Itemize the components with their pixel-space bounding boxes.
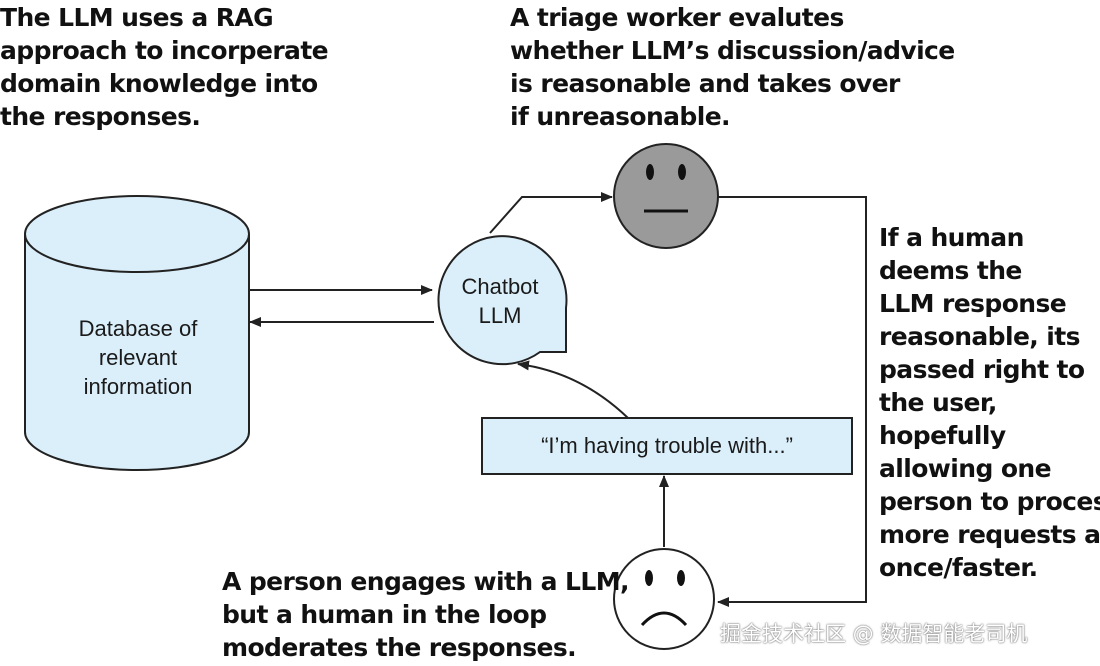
person-annotation-line: A person engages with a LLM, xyxy=(222,567,629,596)
arrow-chatbot-to-triage xyxy=(489,192,613,234)
user-query-text: “I’m having trouble with...” xyxy=(541,433,793,458)
person-annotation-line: moderates the responses. xyxy=(222,633,577,662)
triage-worker-face-icon xyxy=(613,143,719,249)
chatbot-label-line: Chatbot xyxy=(461,274,539,299)
arrow-query-to-chatbot xyxy=(517,360,629,419)
database-label-line: relevant xyxy=(98,345,178,370)
triage-annotation-line: is reasonable and takes over xyxy=(510,69,900,98)
passthrough-annotation-line: allowing one xyxy=(879,454,1052,483)
passthrough-annotation-line: LLM response xyxy=(879,289,1067,318)
passthrough-annotation-line: If a human xyxy=(879,223,1024,252)
passthrough-annotation-line: more requests at xyxy=(879,520,1100,549)
person-annotation-line: but a human in the loop xyxy=(222,600,547,629)
database-label-line: information xyxy=(83,374,193,399)
chatbot-label-line: LLM xyxy=(478,303,522,328)
rag-annotation-line: The LLM uses a RAG xyxy=(0,3,274,32)
chatbot-bubble xyxy=(437,235,568,366)
user-sad-face-icon xyxy=(613,548,715,650)
rag-annotation-line: approach to incorperate xyxy=(0,36,329,65)
arrow-triage-to-user xyxy=(717,196,867,607)
passthrough-annotation-line: passed right to xyxy=(879,355,1085,384)
query-box xyxy=(481,417,853,475)
triage-annotation: A triage worker evalutes whether LLM’s d… xyxy=(510,1,955,133)
database-label: Database of relevant information xyxy=(40,314,236,401)
passthrough-annotation-line: once/faster. xyxy=(879,553,1038,582)
database-cylinder xyxy=(24,195,250,471)
chatbot-label: Chatbot LLM xyxy=(440,272,560,330)
passthrough-annotation-line: reasonable, its xyxy=(879,322,1081,351)
passthrough-annotation-line: the user, xyxy=(879,388,997,417)
database-label-line: Database of xyxy=(78,316,198,341)
passthrough-annotation-line: person to process xyxy=(879,487,1100,516)
triage-annotation-line: if unreasonable. xyxy=(510,102,731,131)
rag-annotation-line: the responses. xyxy=(0,102,201,131)
watermark: 掘金技术社区 @ 数据智能老司机 xyxy=(720,622,1028,646)
rag-annotation-line: domain knowledge into xyxy=(0,69,318,98)
triage-annotation-line: whether LLM’s discussion/advice xyxy=(510,36,955,65)
passthrough-annotation-line: deems the xyxy=(879,256,1022,285)
person-annotation: A person engages with a LLM, but a human… xyxy=(222,565,629,664)
passthrough-annotation: If a human deems the LLM response reason… xyxy=(879,221,1100,584)
passthrough-annotation-line: hopefully xyxy=(879,421,1006,450)
triage-annotation-line: A triage worker evalutes xyxy=(510,3,844,32)
rag-annotation: The LLM uses a RAG approach to incorpera… xyxy=(0,1,329,133)
